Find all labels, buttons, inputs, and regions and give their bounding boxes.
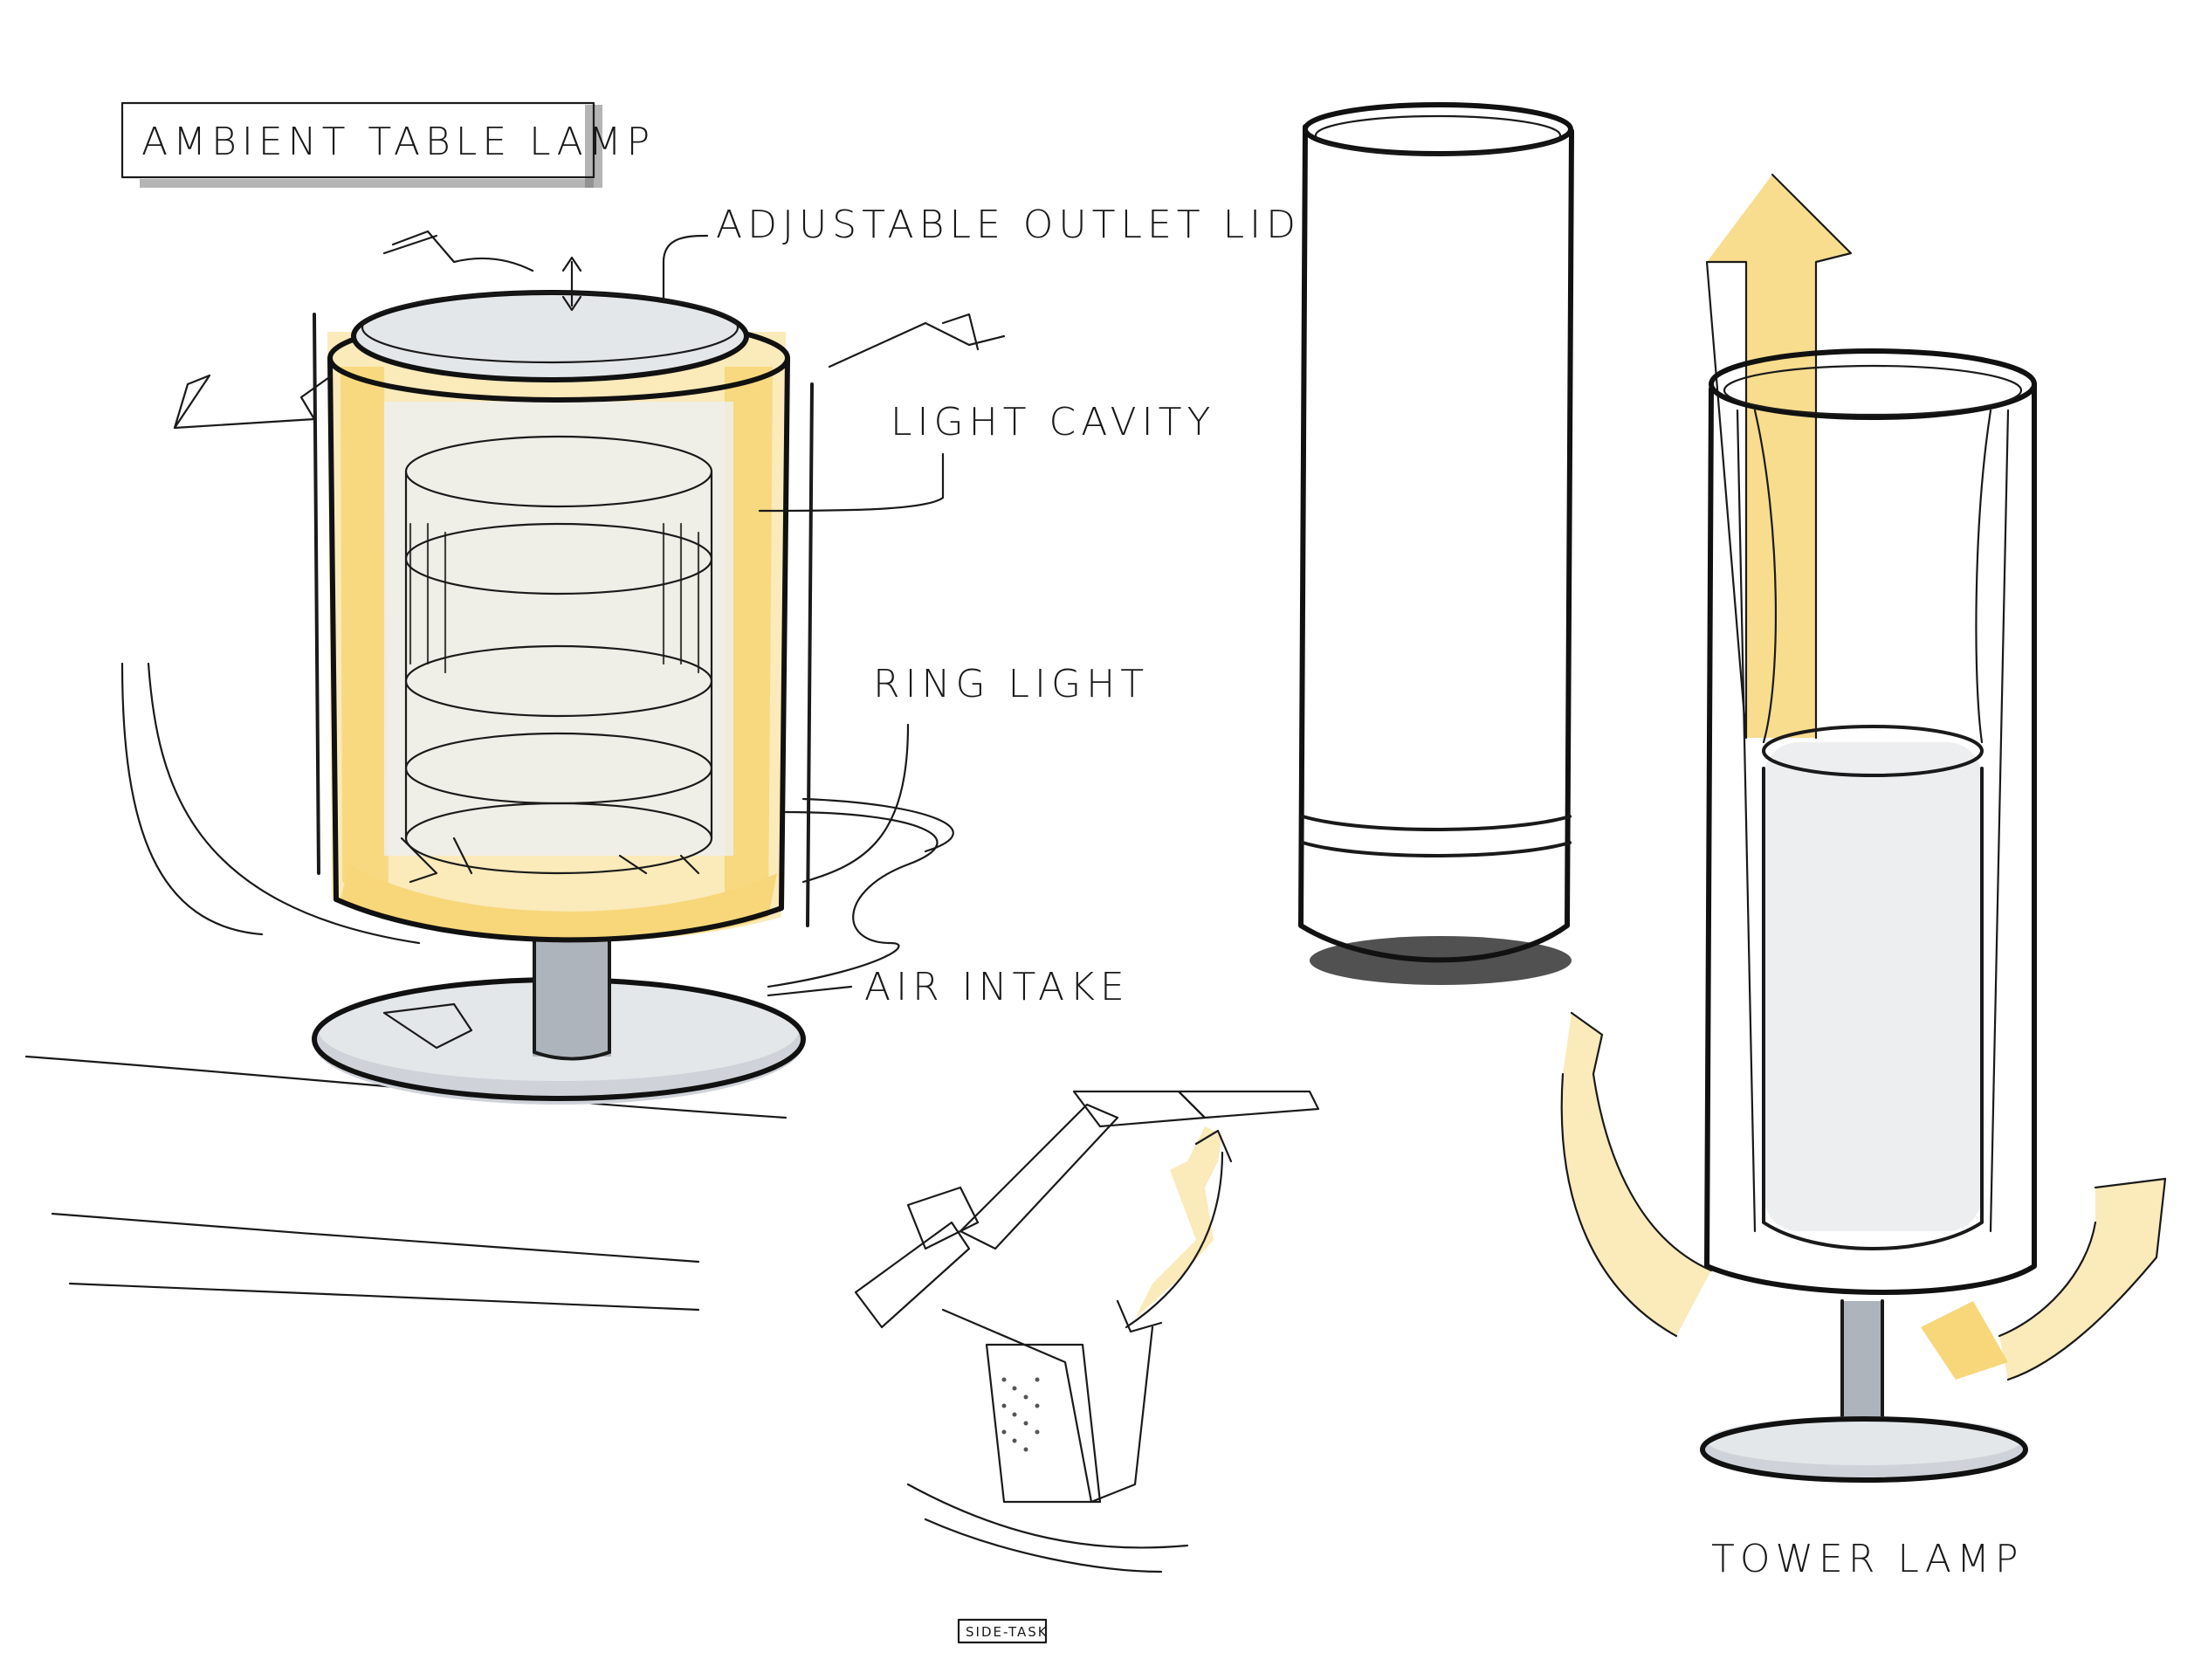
title-box: AMBIENT TABLE LAMP xyxy=(120,101,655,188)
annotation-adjustable-outlet-lid: ADJUSTABLE OUTLET LID xyxy=(716,203,1301,247)
ambient-table-lamp-sketch xyxy=(24,230,1006,1312)
annotation-side-task: SIDE-TASK xyxy=(966,1624,1049,1640)
closed-cylinder-sketch xyxy=(1298,102,1574,985)
task-lamp-sketch: SIDE-TASK xyxy=(854,1090,1320,1644)
annotation-light-cavity: LIGHT CAVITY xyxy=(891,400,1215,444)
title-label: AMBIENT TABLE LAMP xyxy=(141,120,655,164)
annotation-ring-light: RING LIGHT xyxy=(873,662,1149,706)
annotation-tower-lamp: TOWER LAMP xyxy=(1711,1537,2024,1581)
tower-lamp-sketch: TOWER LAMP xyxy=(1560,173,2167,1581)
annotation-air-intake: AIR INTAKE xyxy=(864,965,1130,1009)
side-task-tag xyxy=(957,1618,1048,1644)
